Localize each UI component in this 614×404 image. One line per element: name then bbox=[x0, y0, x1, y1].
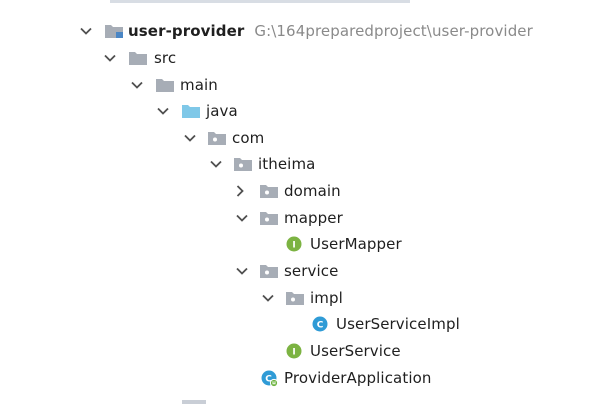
tree-item-itheima[interactable]: itheima bbox=[0, 151, 614, 177]
tree-item-label: java bbox=[206, 102, 238, 120]
tree-item-user-provider[interactable]: user-provider G:\164preparedproject\user-… bbox=[0, 18, 614, 44]
tree-item-service[interactable]: service bbox=[0, 258, 614, 284]
tree-item-com[interactable]: com bbox=[0, 125, 614, 151]
interface-icon: I bbox=[284, 342, 304, 360]
tree-item-label: itheima bbox=[258, 155, 316, 173]
tree-item-label: com bbox=[232, 129, 265, 147]
tree-item-label: domain bbox=[284, 182, 341, 200]
tree-item-src[interactable]: src bbox=[0, 45, 614, 71]
package-icon bbox=[285, 289, 305, 307]
svg-text:C: C bbox=[265, 375, 272, 385]
svg-text:I: I bbox=[292, 241, 295, 251]
module-path: G:\164preparedproject\user-provider bbox=[254, 22, 533, 40]
tree-item-label: UserService bbox=[310, 342, 401, 360]
spring-boot-class-icon: C bbox=[259, 369, 279, 388]
package-icon bbox=[233, 155, 253, 173]
tree-item-label: impl bbox=[310, 289, 343, 307]
tree-item-java[interactable]: java bbox=[0, 98, 614, 124]
class-icon: C bbox=[310, 315, 330, 333]
tree-item-providerapplication[interactable]: C ProviderApplication bbox=[0, 365, 614, 391]
tree-item-label: main bbox=[180, 76, 218, 94]
chevron-right-icon[interactable] bbox=[230, 178, 250, 204]
svg-text:C: C bbox=[317, 321, 324, 331]
chevron-down-icon[interactable] bbox=[232, 205, 252, 231]
tree-item-label: UserServiceImpl bbox=[336, 315, 460, 333]
folder-icon bbox=[155, 76, 175, 94]
chevron-down-icon[interactable] bbox=[258, 285, 278, 311]
package-icon bbox=[259, 262, 279, 280]
module-folder-icon bbox=[104, 22, 124, 40]
tree-item-label: ProviderApplication bbox=[284, 369, 432, 387]
chevron-down-icon[interactable] bbox=[127, 72, 147, 98]
cut-off-previous-row bbox=[110, 0, 410, 3]
svg-text:I: I bbox=[292, 348, 295, 358]
tree-item-label: mapper bbox=[284, 209, 343, 227]
chevron-down-icon[interactable] bbox=[100, 45, 120, 71]
tree-item-label: src bbox=[154, 49, 177, 67]
module-name: user-provider bbox=[128, 22, 245, 40]
package-icon bbox=[259, 182, 279, 200]
tree-item-label: service bbox=[284, 262, 339, 280]
tree-item-impl[interactable]: impl bbox=[0, 285, 614, 311]
folder-icon bbox=[128, 49, 148, 67]
tree-item-usermapper[interactable]: I UserMapper bbox=[0, 231, 614, 257]
interface-icon: I bbox=[284, 235, 304, 253]
chevron-down-icon[interactable] bbox=[153, 98, 173, 124]
cut-off-next-row bbox=[182, 400, 206, 404]
tree-item-main[interactable]: main bbox=[0, 72, 614, 98]
chevron-down-icon[interactable] bbox=[76, 18, 96, 44]
chevron-down-icon[interactable] bbox=[180, 125, 200, 151]
chevron-down-icon[interactable] bbox=[206, 151, 226, 177]
tree-item-mapper[interactable]: mapper bbox=[0, 205, 614, 231]
source-root-folder-icon bbox=[181, 102, 201, 120]
tree-item-userserviceimpl[interactable]: C UserServiceImpl bbox=[0, 311, 614, 337]
package-icon bbox=[259, 209, 279, 227]
package-icon bbox=[207, 129, 227, 147]
chevron-down-icon[interactable] bbox=[232, 258, 252, 284]
tree-item-label: UserMapper bbox=[310, 235, 402, 253]
tree-item-domain[interactable]: domain bbox=[0, 178, 614, 204]
tree-item-userservice[interactable]: I UserService bbox=[0, 338, 614, 364]
